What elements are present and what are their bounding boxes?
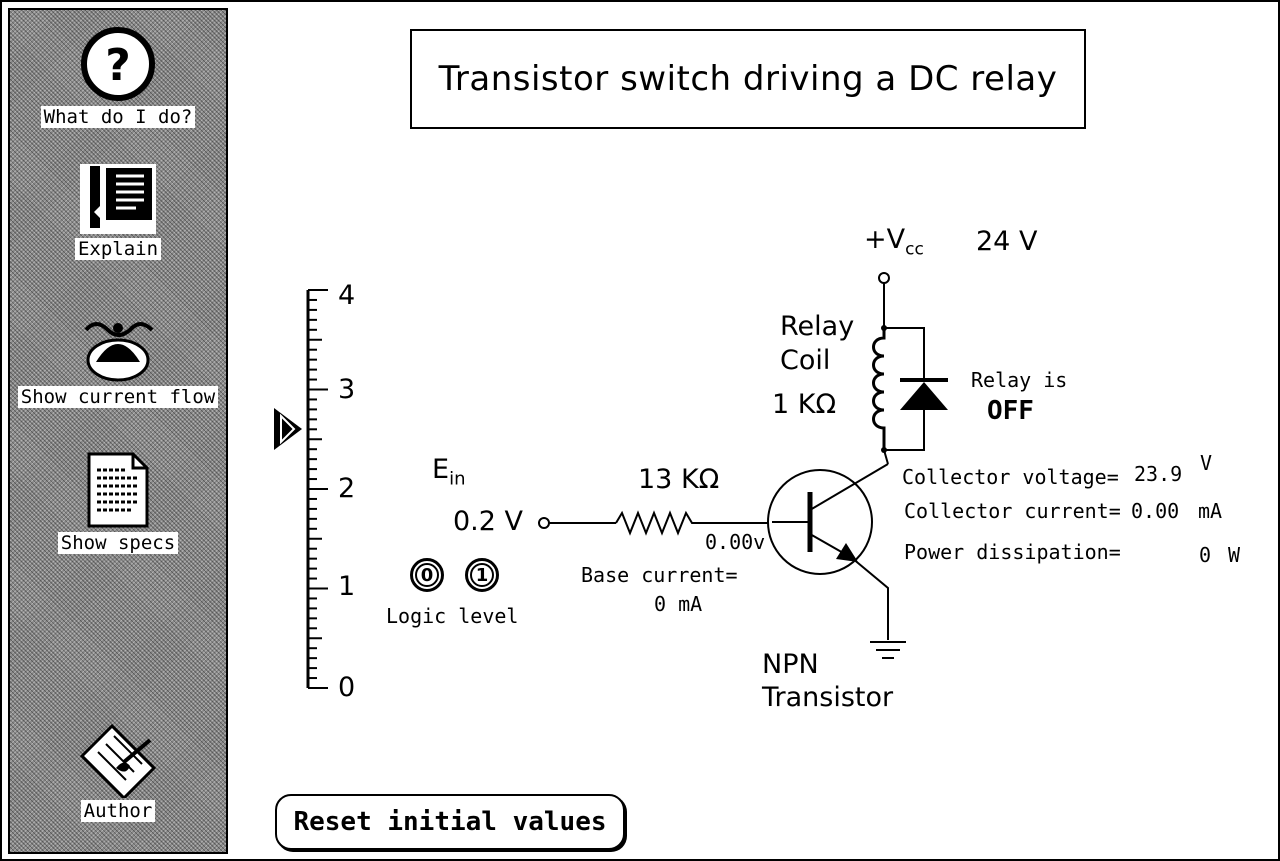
collector-voltage-unit: V <box>1200 451 1213 475</box>
collector-current-label: Collector current= <box>904 499 1121 523</box>
npn-transistor <box>767 463 889 575</box>
scale-tick-0: 0 <box>338 672 356 703</box>
scale-tick-3: 3 <box>338 374 356 405</box>
sidebar: ? What do I do? Explain Show current flo… <box>8 8 228 854</box>
emitter-wire <box>851 557 889 640</box>
relay-coil-label-1: Relay <box>780 311 855 342</box>
ground-symbol <box>870 641 906 659</box>
transistor-label-1: NPN <box>762 649 819 680</box>
help-button[interactable]: ? What do I do? <box>10 24 226 128</box>
explain-button[interactable]: Explain <box>10 160 226 260</box>
logic-0-button[interactable]: 0 <box>410 558 444 592</box>
logic-1-button[interactable]: 1 <box>465 558 499 592</box>
scale-tick-2: 2 <box>338 473 356 504</box>
vcc-terminal <box>878 272 890 284</box>
relay-coil <box>872 328 886 450</box>
base-current-label: Base current= <box>581 563 738 587</box>
current-flow-icon <box>84 322 154 382</box>
author-icon <box>79 723 157 798</box>
resistor-value: 13 KΩ <box>638 464 720 495</box>
relay-coil-label-2: Coil <box>780 345 831 376</box>
page-title: Transistor switch driving a DC relay <box>410 29 1086 129</box>
author-button[interactable]: Author <box>10 722 226 822</box>
collector-voltage-label: Collector voltage= <box>902 465 1119 489</box>
input-voltage: 0.2 V <box>453 506 523 537</box>
collector-current-unit: mA <box>1198 499 1223 523</box>
relay-coil-value: 1 KΩ <box>772 389 837 420</box>
flyback-diode <box>884 327 948 451</box>
document-icon <box>87 452 149 528</box>
scale-tick-4: 4 <box>338 280 356 311</box>
scale-tick-1: 1 <box>338 571 356 602</box>
question-icon: ? <box>81 27 155 101</box>
svg-text:?: ? <box>105 40 131 91</box>
collector-voltage-value: 23.9 <box>1134 462 1183 486</box>
reset-button[interactable]: Reset initial values <box>275 794 625 850</box>
explain-icon <box>80 164 156 234</box>
current-flow-label: Show current flow <box>17 386 219 408</box>
input-slider-handle[interactable] <box>272 406 306 452</box>
relay-status-value: OFF <box>987 396 1034 426</box>
input-terminal <box>538 517 550 529</box>
power-dissipation-label: Power dissipation= <box>904 540 1121 564</box>
collector-current-value: 0.00 <box>1131 499 1180 523</box>
input-scale <box>306 289 328 689</box>
explain-label: Explain <box>74 238 162 260</box>
specs-label: Show specs <box>57 532 179 554</box>
relay-status-label: Relay is <box>971 368 1068 392</box>
specs-button[interactable]: Show specs <box>10 450 226 554</box>
logic-level-label: Logic level <box>386 604 519 628</box>
base-voltage: 0.00v <box>705 530 766 554</box>
base-current-value: 0 mA <box>654 592 703 616</box>
current-flow-button[interactable]: Show current flow <box>10 316 226 408</box>
vcc-label: +Vcc <box>864 224 924 260</box>
input-label: Ein <box>432 454 466 490</box>
help-label: What do I do? <box>40 106 196 128</box>
base-resistor <box>615 510 772 536</box>
vcc-value: 24 V <box>976 226 1038 257</box>
power-dissipation-value: 0 <box>1199 543 1212 567</box>
author-label: Author <box>80 800 156 822</box>
power-dissipation-unit: W <box>1228 543 1241 567</box>
transistor-label-2: Transistor <box>762 682 894 713</box>
